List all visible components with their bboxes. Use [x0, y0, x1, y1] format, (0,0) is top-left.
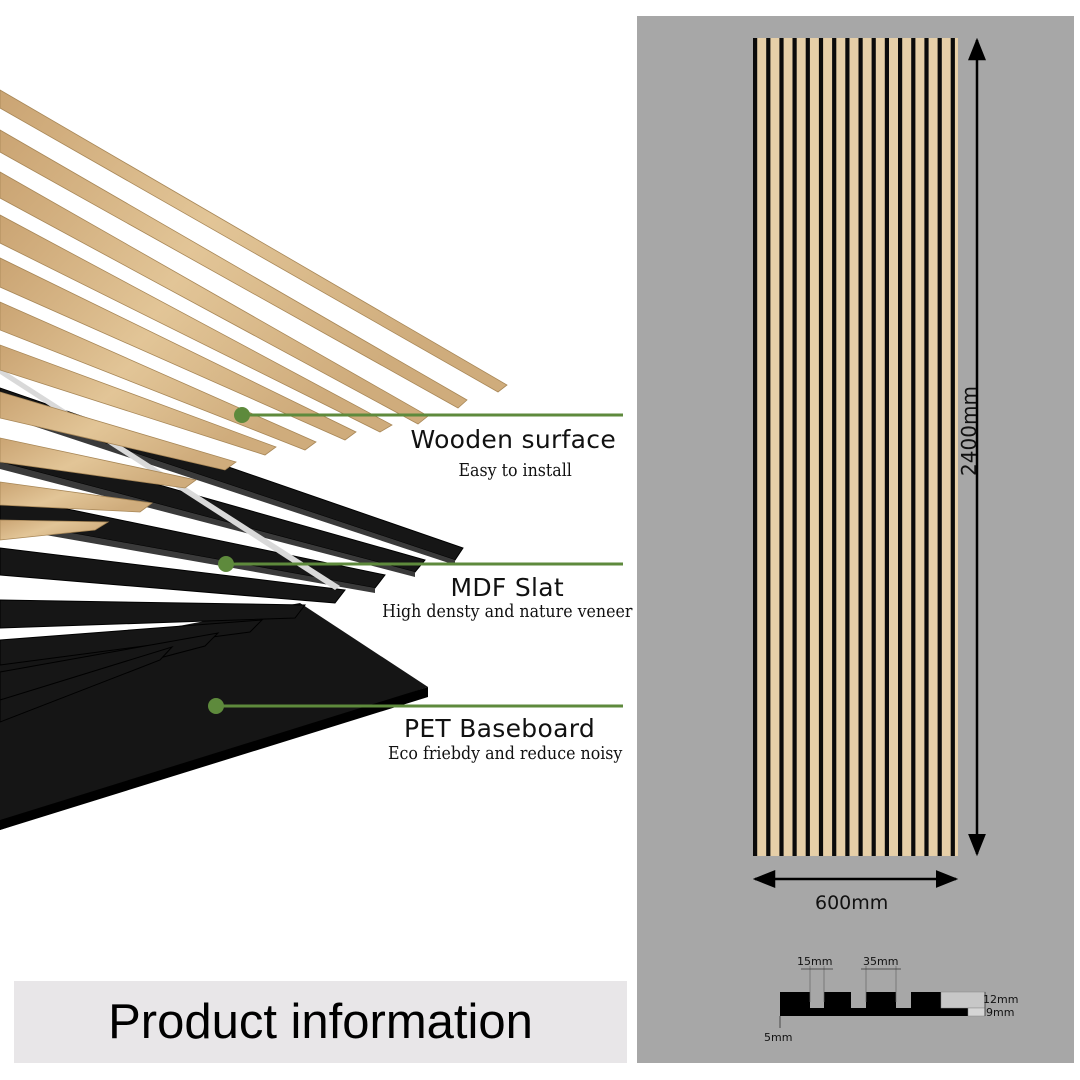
profile-slat-depth-label: 12mm — [983, 993, 1019, 1006]
panel-slat-gap — [911, 38, 916, 856]
panel-slat-gap — [924, 38, 929, 856]
profile-board-thickness-label: 9mm — [986, 1006, 1015, 1019]
panel-slat-gap — [818, 38, 824, 856]
profile-base-offset-label: 5mm — [764, 1031, 793, 1044]
panel-slat-gap — [766, 38, 771, 856]
mdf-slat-title: MDF Slat — [450, 573, 564, 602]
panel-slat-gap — [805, 38, 810, 856]
leader-lines — [208, 407, 623, 714]
panel-slat-gap — [871, 38, 876, 856]
profile-slat-gap-label: 15mm — [797, 955, 833, 968]
wooden-surface-subtitle: Easy to install — [458, 460, 572, 481]
panel-slat-gap — [792, 38, 797, 856]
panel-slat-gap — [845, 38, 850, 856]
wooden-surface-title: Wooden surface — [410, 425, 616, 454]
width-label: 600mm — [815, 892, 889, 914]
pet-baseboard-subtitle: Eco friebdy and reduce noisy — [387, 743, 622, 764]
leader-dot-wooden-surface — [234, 407, 250, 423]
height-label: 2400mm — [957, 386, 981, 476]
panel-slat-gap — [753, 38, 758, 856]
panel-slat-gap — [858, 38, 863, 856]
leader-dot-mdf-slat — [218, 556, 234, 572]
exploded-layers-illustration — [0, 89, 623, 830]
panel-slat-gap — [884, 38, 889, 856]
panel-slat-gap — [898, 38, 903, 856]
panel-dimension-drawing: 2400mm 600mm 15mm 35mm 12mm 9mm 5mm — [637, 16, 1074, 1063]
panel-slat-gap — [779, 38, 784, 856]
panel-slat-gap — [937, 38, 942, 856]
panel-slat-gaps — [753, 38, 955, 856]
acoustic-panel — [753, 38, 958, 856]
panel-slat-gap — [832, 38, 837, 856]
profile-slat-width-label: 35mm — [863, 955, 899, 968]
banner-title: Product information — [108, 995, 533, 1049]
profile-cross-section — [779, 966, 986, 1028]
mdf-slat-subtitle: High densty and nature veneer — [381, 601, 632, 622]
product-information-banner: Product information — [14, 981, 627, 1063]
leader-dot-pet-baseboard — [208, 698, 224, 714]
wooden-surface-slats — [0, 89, 508, 541]
pet-baseboard-title: PET Baseboard — [403, 714, 595, 743]
panel-slat-gap — [950, 38, 955, 856]
